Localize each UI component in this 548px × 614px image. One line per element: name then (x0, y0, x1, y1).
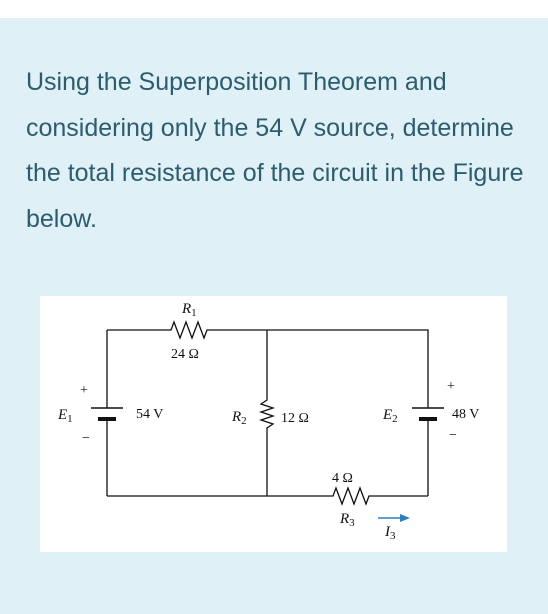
e1-minus-sign: − (82, 431, 90, 446)
e1-plus-sign: + (80, 383, 88, 398)
bottom-wire (107, 486, 428, 506)
e1-value: 54 V (136, 407, 163, 422)
top-wire (107, 320, 429, 408)
e2-plus-sign: + (447, 379, 455, 394)
circuit-diagram: R1 24 Ω + E1 − 54 V R2 12 Ω E2 + − 48 V … (57, 301, 479, 542)
current-arrow-i3 (378, 514, 410, 522)
e1-label: E1 (57, 407, 73, 425)
e2-value: 48 V (452, 407, 479, 422)
r1-value: 24 Ω (171, 347, 199, 362)
r1-label: R1 (181, 301, 197, 319)
battery-e1 (91, 407, 123, 421)
r2-value: 12 Ω (281, 411, 309, 426)
circuit-figure: R1 24 Ω + E1 − 54 V R2 12 Ω E2 + − 48 V … (40, 296, 507, 552)
i3-label: I3 (384, 524, 396, 542)
middle-branch-wire (258, 330, 276, 496)
e2-minus-sign: − (449, 428, 457, 443)
e2-label: E2 (382, 407, 398, 425)
battery-e2 (412, 407, 444, 421)
r2-label: R2 (231, 409, 247, 427)
question-text: Using the Superposition Theorem and cons… (26, 68, 524, 233)
r3-value: 4 Ω (332, 471, 353, 486)
r3-label: R3 (339, 511, 355, 529)
